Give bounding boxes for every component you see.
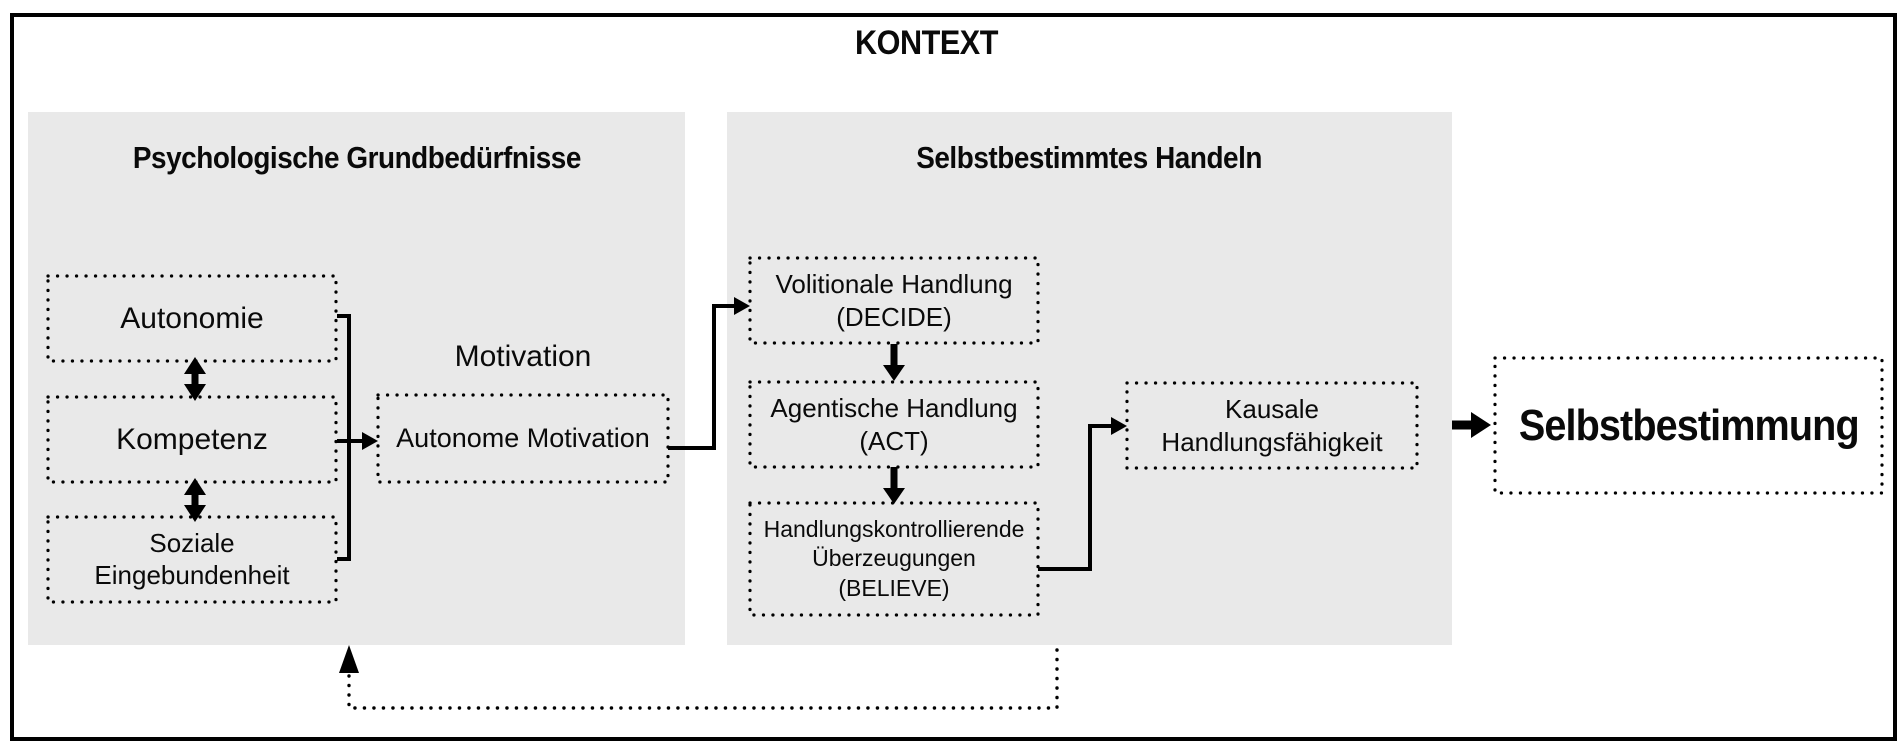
autonomie-label: Autonomie: [120, 301, 264, 335]
box-kompetenz: Kompetenz: [48, 397, 336, 482]
right-panel-title: Selbstbestimmtes Handeln: [916, 140, 1263, 175]
motivation-label: Motivation: [454, 340, 592, 373]
box-kausale-handlungsfaehigkeit: Kausale Handlungsfähigkeit: [1127, 383, 1417, 468]
box-soziale-eingebundenheit: Soziale Eingebundenheit: [48, 517, 336, 602]
box-volitionale-handlung: Volitionale Handlung (DECIDE): [750, 258, 1038, 343]
believe-label-line2: Überzeugungen: [812, 545, 976, 572]
soziale-label-line1: Soziale: [149, 527, 235, 558]
box-handlungskontrollierende-ueberzeugungen: Handlungskontrollierende Überzeugungen (…: [750, 503, 1038, 615]
left-panel-title: Psychologische Grundbedürfnisse: [132, 140, 581, 175]
believe-label-line1: Handlungskontrollierende: [763, 515, 1025, 542]
kausale-label-line1: Kausale: [1225, 394, 1319, 424]
box-autonomie: Autonomie: [48, 276, 336, 361]
box-agentische-handlung: Agentische Handlung (ACT): [750, 382, 1038, 467]
autonome-motivation-label: Autonome Motivation: [396, 423, 650, 453]
context-title: KONTEXT: [854, 24, 998, 62]
outer-frame: [10, 13, 1897, 741]
kausale-label-line2: Handlungsfähigkeit: [1161, 426, 1383, 457]
decide-label-line2: (DECIDE): [836, 301, 952, 332]
believe-label-line3: (BELIEVE): [838, 574, 950, 601]
kompetenz-label: Kompetenz: [116, 422, 268, 456]
decide-label-line1: Volitionale Handlung: [775, 269, 1013, 299]
act-label-line2: (ACT): [859, 425, 929, 456]
act-label-line1: Agentische Handlung: [770, 393, 1018, 423]
soziale-label-line2: Eingebundenheit: [94, 559, 290, 590]
selbstbestimmung-label: Selbstbestimmung: [1518, 400, 1860, 450]
box-selbstbestimmung: Selbstbestimmung: [1495, 358, 1882, 493]
box-autonome-motivation: Autonome Motivation: [378, 395, 668, 482]
